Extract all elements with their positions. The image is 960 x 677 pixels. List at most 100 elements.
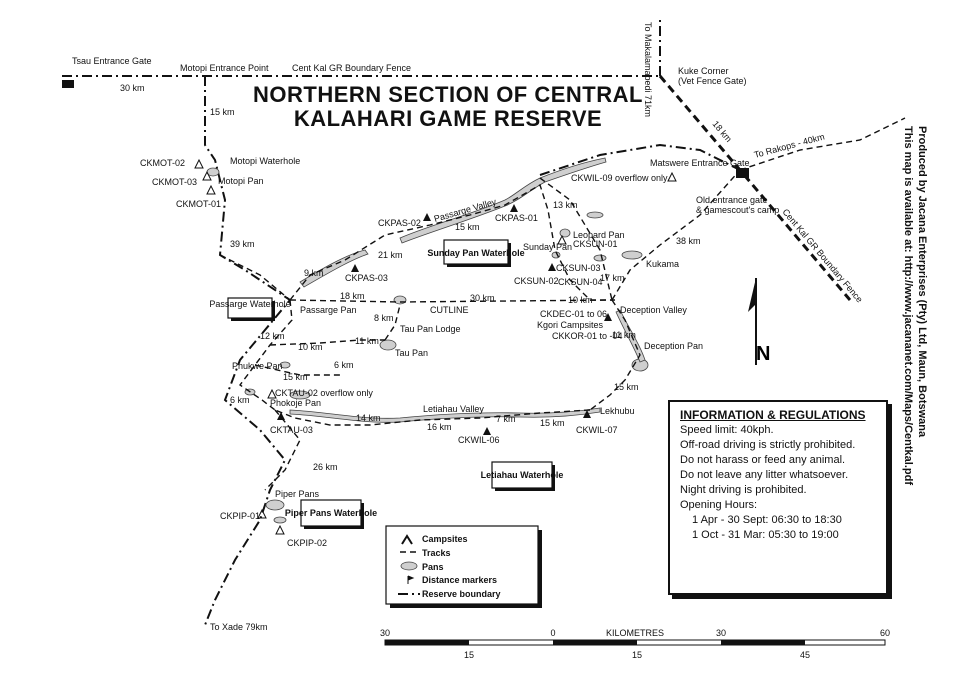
campsite-icon xyxy=(604,313,612,321)
label-cksun01: CKSUN-01 xyxy=(573,239,618,249)
distance-label: 11 km xyxy=(612,330,636,340)
label-ckpip01: CKPIP-01 xyxy=(220,511,260,521)
distance-label: 7 km xyxy=(496,414,516,424)
scale-tick: 30 xyxy=(380,628,390,638)
tracks-layer xyxy=(219,169,741,491)
info-speed: Speed limit: 40kph. xyxy=(680,424,774,436)
campsite-icon xyxy=(257,508,267,519)
campsite-icon xyxy=(667,171,677,182)
label-boundary-fence-2: Cent Kal GR Boundary Fence xyxy=(780,207,864,305)
info-heading: INFORMATION & REGULATIONS xyxy=(680,408,866,422)
distance-label: 39 km xyxy=(230,239,255,249)
distance-labels: 30 km 15 km 39 km 15 km 13 km 38 km 18 k… xyxy=(120,83,734,472)
label-ckpip02: CKPIP-02 xyxy=(287,538,327,548)
campsite-icon xyxy=(275,524,285,535)
distance-label: 18 km xyxy=(340,291,365,301)
distance-label: 17 km xyxy=(600,273,625,283)
label-tau-pan: Tau Pan xyxy=(395,348,428,358)
matswere-gate-icon xyxy=(736,168,749,178)
label-ckdec: CKDEC-01 to 06 xyxy=(540,309,607,319)
label-cksun03: CKSUN-03 xyxy=(556,263,601,273)
label-tau-pan-lodge: Tau Pan Lodge xyxy=(400,324,461,334)
campsite-icon xyxy=(583,410,591,418)
campsite-icon xyxy=(277,412,285,420)
label-matswere-gate: Matswere Entrance Gate xyxy=(650,158,750,168)
credit-line1: Produced by Jacana Enterprises (Pty) Ltd… xyxy=(916,126,928,438)
label-ckpas03: CKPAS-03 xyxy=(345,273,388,283)
legend-marker-icon xyxy=(407,575,415,584)
label-ckmot01: CKMOT-01 xyxy=(176,199,221,209)
label-letiahau-waterhole: Letiahau Waterhole xyxy=(481,470,564,480)
label-kukama: Kukama xyxy=(646,259,679,269)
track-to-rakops xyxy=(739,117,906,171)
legend: Campsites Tracks Pans Distance markers R… xyxy=(385,525,542,608)
campsite-icon xyxy=(206,184,216,195)
label-piper-pans: Piper Pans xyxy=(275,489,320,499)
label-cksun04: CKSUN-04 xyxy=(558,277,603,287)
label-piper-waterhole: Piper Pans Waterhole xyxy=(285,508,377,518)
campsite-icon xyxy=(548,263,556,271)
legend-campsites: Campsites xyxy=(422,534,468,544)
scale-tick: 15 xyxy=(632,650,642,660)
legend-campsite-icon xyxy=(401,534,413,545)
campsite-icon xyxy=(202,170,212,181)
distance-label: 26 km xyxy=(313,462,338,472)
distance-label: 10 km xyxy=(298,342,323,352)
info-offroad: Off-road driving is strictly prohibited. xyxy=(680,439,856,451)
distance-label: 11 km xyxy=(355,336,379,346)
label-tsau-gate: Tsau Entrance Gate xyxy=(72,56,152,66)
label-vet-fence-gate: (Vet Fence Gate) xyxy=(678,76,747,86)
letiahau-waterhole-box: Letiahau Waterhole xyxy=(481,461,564,491)
info-hours2: 1 Oct - 31 Mar: 05:30 to 19:00 xyxy=(692,529,839,541)
label-motopi-entrance: Motopi Entrance Point xyxy=(180,63,269,73)
legend-tracks: Tracks xyxy=(422,548,451,558)
distance-label: 15 km xyxy=(210,107,235,117)
scale-tick: 30 xyxy=(716,628,726,638)
scale-tick: 0 xyxy=(550,628,555,638)
label-ckpas01: CKPAS-01 xyxy=(495,213,538,223)
distance-label: 14 km xyxy=(356,413,381,423)
piper-waterhole-box: Piper Pans Waterhole xyxy=(285,499,377,529)
passarge-waterhole-box: Passarge Waterhole xyxy=(209,297,291,321)
distance-label: 16 km xyxy=(427,422,452,432)
legend-markers: Distance markers xyxy=(422,575,497,585)
information-regulations-box: INFORMATION & REGULATIONS Speed limit: 4… xyxy=(668,400,888,595)
scale-tick: 45 xyxy=(800,650,810,660)
campsite-icon xyxy=(267,388,277,399)
legend-boundary: Reserve boundary xyxy=(422,589,501,599)
label-to-makalamabedi: To Makalamabedi 71km xyxy=(643,22,653,117)
credit-vertical: Produced by Jacana Enterprises (Pty) Ltd… xyxy=(902,126,928,596)
campsite-icon xyxy=(557,234,567,245)
road-kuke-to-rakops xyxy=(658,75,852,301)
label-old-gate-2: & gamescout's camp xyxy=(696,205,779,215)
distance-label: 12 km xyxy=(260,331,285,341)
campsite-icon xyxy=(483,427,491,435)
label-to-rakops: To Rakops - 40km xyxy=(753,132,826,160)
label-kgori: Kgori Campsites xyxy=(537,320,604,330)
distance-label: 15 km xyxy=(540,418,565,428)
scale-tick: 15 xyxy=(464,650,474,660)
label-ckwil06: CKWIL-06 xyxy=(458,435,500,445)
label-letiahau-valley: Letiahau Valley xyxy=(423,404,484,414)
distance-label: 6 km xyxy=(334,360,354,370)
distance-label: 15 km xyxy=(283,372,308,382)
distance-label: 38 km xyxy=(676,236,701,246)
north-arrow: N xyxy=(748,278,770,365)
label-deception-pan: Deception Pan xyxy=(644,341,703,351)
western-boundary xyxy=(204,76,292,626)
label-ckmot02: CKMOT-02 xyxy=(140,158,185,168)
distance-label: 15 km xyxy=(455,222,480,232)
label-kuke-corner: Kuke Corner xyxy=(678,66,729,76)
distance-label: 15 km xyxy=(614,382,639,392)
label-passarge-waterhole: Passarge Waterhole xyxy=(209,299,290,309)
label-ckmot03: CKMOT-03 xyxy=(152,177,197,187)
label-sunday-waterhole: Sunday Pan Waterhole xyxy=(427,248,524,258)
label-ckwil09: CKWIL-09 overflow only xyxy=(571,173,668,183)
label-phukwe-pan: Phukwe Pan xyxy=(232,361,283,371)
distance-label: 8 km xyxy=(374,313,394,323)
label-leopard-pan: Leopard Pan xyxy=(573,230,625,240)
north-label: N xyxy=(756,343,770,365)
scale-tick: 60 xyxy=(880,628,890,638)
label-motopi-waterhole: Motopi Waterhole xyxy=(230,156,300,166)
